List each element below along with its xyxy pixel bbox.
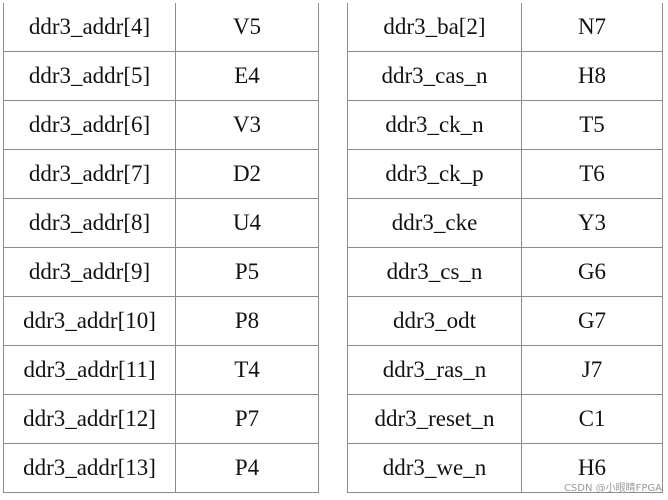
pin-table-left-body: ddr3_addr[4] V5 ddr3_addr[5] E4 ddr3_add…: [3, 3, 319, 493]
table-row: ddr3_ck_n T5: [347, 100, 663, 150]
table-row: ddr3_cs_n G6: [347, 247, 663, 297]
pin-cell: P7: [175, 394, 319, 444]
signal-cell: ddr3_cke: [347, 198, 522, 248]
pin-table-right: ddr3_ba[2] N7 ddr3_cas_n H8 ddr3_ck_n T5…: [347, 3, 663, 493]
pin-cell: D2: [175, 149, 319, 199]
signal-cell: ddr3_addr[8]: [3, 198, 176, 248]
signal-cell: ddr3_addr[13]: [3, 443, 176, 493]
pin-cell: N7: [521, 3, 663, 52]
pin-cell: V5: [175, 3, 319, 52]
signal-cell: ddr3_addr[6]: [3, 100, 176, 150]
pin-table-right-body: ddr3_ba[2] N7 ddr3_cas_n H8 ddr3_ck_n T5…: [347, 3, 663, 493]
pin-cell: H6: [521, 443, 663, 493]
table-row: ddr3_reset_n C1: [347, 394, 663, 444]
table-row: ddr3_ba[2] N7: [347, 3, 663, 52]
signal-cell: ddr3_ba[2]: [347, 3, 522, 52]
table-row: ddr3_addr[13] P4: [3, 443, 319, 493]
signal-cell: ddr3_odt: [347, 296, 522, 346]
table-row: ddr3_addr[7] D2: [3, 149, 319, 199]
pin-cell: H8: [521, 51, 663, 101]
table-row: ddr3_addr[8] U4: [3, 198, 319, 248]
pin-cell: U4: [175, 198, 319, 248]
signal-cell: ddr3_addr[5]: [3, 51, 176, 101]
signal-cell: ddr3_addr[7]: [3, 149, 176, 199]
signal-cell: ddr3_addr[9]: [3, 247, 176, 297]
table-row: ddr3_addr[11] T4: [3, 345, 319, 395]
pin-cell: E4: [175, 51, 319, 101]
pin-cell: T5: [521, 100, 663, 150]
pin-cell: Y3: [521, 198, 663, 248]
signal-cell: ddr3_ck_p: [347, 149, 522, 199]
signal-cell: ddr3_cs_n: [347, 247, 522, 297]
pin-cell: V3: [175, 100, 319, 150]
table-row: ddr3_addr[10] P8: [3, 296, 319, 346]
table-row: ddr3_ras_n J7: [347, 345, 663, 395]
pin-cell: J7: [521, 345, 663, 395]
pin-cell: T4: [175, 345, 319, 395]
table-row: ddr3_addr[9] P5: [3, 247, 319, 297]
pin-cell: G6: [521, 247, 663, 297]
table-row: ddr3_odt G7: [347, 296, 663, 346]
table-row: ddr3_cke Y3: [347, 198, 663, 248]
signal-cell: ddr3_ras_n: [347, 345, 522, 395]
signal-cell: ddr3_reset_n: [347, 394, 522, 444]
pin-cell: P8: [175, 296, 319, 346]
pin-cell: T6: [521, 149, 663, 199]
pin-cell: G7: [521, 296, 663, 346]
signal-cell: ddr3_we_n: [347, 443, 522, 493]
table-row: ddr3_addr[12] P7: [3, 394, 319, 444]
table-row: ddr3_we_n H6: [347, 443, 663, 493]
signal-cell: ddr3_addr[10]: [3, 296, 176, 346]
table-row: ddr3_addr[6] V3: [3, 100, 319, 150]
signal-cell: ddr3_cas_n: [347, 51, 522, 101]
signal-cell: ddr3_addr[4]: [3, 3, 176, 52]
table-row: ddr3_cas_n H8: [347, 51, 663, 101]
table-row: ddr3_ck_p T6: [347, 149, 663, 199]
watermark: CSDN @小眼睛FPGA: [563, 483, 662, 494]
table-row: ddr3_addr[5] E4: [3, 51, 319, 101]
signal-cell: ddr3_addr[12]: [3, 394, 176, 444]
signal-cell: ddr3_ck_n: [347, 100, 522, 150]
pin-table-left: ddr3_addr[4] V5 ddr3_addr[5] E4 ddr3_add…: [3, 3, 319, 493]
pin-cell: C1: [521, 394, 663, 444]
pin-cell: P4: [175, 443, 319, 493]
pin-cell: P5: [175, 247, 319, 297]
signal-cell: ddr3_addr[11]: [3, 345, 176, 395]
table-row: ddr3_addr[4] V5: [3, 3, 319, 52]
